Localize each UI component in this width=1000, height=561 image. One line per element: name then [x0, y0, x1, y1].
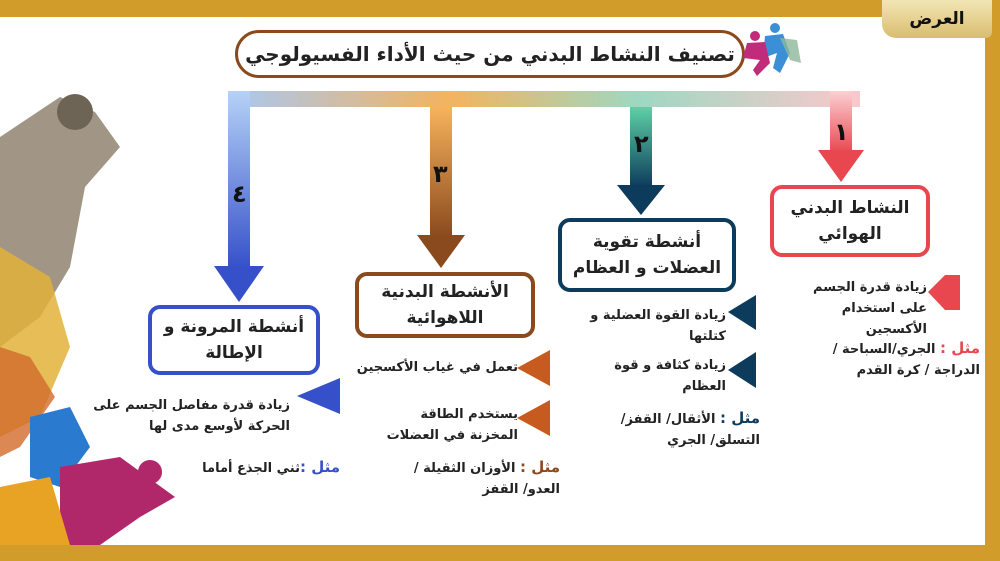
- example-text: ثني الجذع أماما: [202, 461, 300, 476]
- frame-top: [0, 0, 1000, 17]
- runners-icon: [743, 23, 801, 76]
- section-badge: العرض: [882, 0, 992, 38]
- category-number: ٣: [433, 160, 448, 188]
- point-text: تعمل في غياب الأكسجين: [356, 360, 518, 375]
- point-text: زيادة قدرة مفاصل الجسم على الحركة لأوسع …: [93, 398, 290, 434]
- point-text: زيادة كثافة و قوة العظام: [614, 358, 726, 394]
- point-text: يستخدم الطاقة المخزنة في العضلات: [386, 407, 518, 443]
- category-number: ٢: [634, 130, 649, 158]
- bullet-chevron-icon: [728, 352, 756, 388]
- connector-bar: [228, 91, 860, 107]
- example-text: الأثقال/ القفز/ التسلق/ الجري: [620, 412, 760, 448]
- arrow-2: [617, 107, 665, 215]
- category-number: ٤: [232, 180, 247, 208]
- athletes-illustration: [0, 94, 175, 545]
- example-text: الأوزان الثقيلة / العدو/ القفز: [413, 461, 560, 497]
- bullet-chevron-icon: [928, 275, 960, 310]
- bullet-chevron-icon: [517, 400, 550, 436]
- category-box-anaerobic: الأنشطة البدنية اللاهوائية: [355, 272, 535, 338]
- category-box-flexibility: أنشطة المرونة و الإطالة: [148, 305, 320, 375]
- bullet-chevron-icon: [517, 350, 550, 386]
- category-box-aerobic: النشاط البدني الهوائي: [770, 185, 930, 257]
- arrow-4: [214, 91, 264, 302]
- example: مثل :ثني الجذع أماما: [180, 455, 340, 480]
- example-label: مثل :: [519, 458, 560, 476]
- example-label: مثل :: [719, 409, 760, 427]
- example: مثل : الأوزان الثقيلة / العدو/ القفز: [380, 455, 560, 501]
- frame-bottom: [0, 545, 1000, 561]
- category-number: ١: [834, 118, 849, 146]
- arrow-1: [818, 91, 864, 182]
- example-label: مثل :: [299, 458, 340, 476]
- bullet-chevron-icon: [728, 295, 756, 330]
- frame-right: [985, 0, 1000, 561]
- point-text: زيادة قدرة الجسم على استخدام الأكسجين: [813, 280, 927, 337]
- point-text: زيادة القوة العضلية و كتلتها: [590, 308, 726, 344]
- example: مثل : الأثقال/ القفز/ التسلق/ الجري: [600, 406, 760, 452]
- bullet-chevron-icon: [297, 378, 340, 414]
- example-label: مثل :: [939, 339, 980, 357]
- example: مثل : الجري/السباحة / الدراجة / كرة القد…: [795, 336, 980, 382]
- example-text: الجري/السباحة / الدراجة / كرة القدم: [832, 342, 980, 378]
- arrow-3: [417, 107, 465, 268]
- category-box-strength: أنشطة تقوية العضلات و العظام: [558, 218, 736, 292]
- diagram-title: تصنيف النشاط البدني من حيث الأداء الفسيو…: [235, 30, 745, 78]
